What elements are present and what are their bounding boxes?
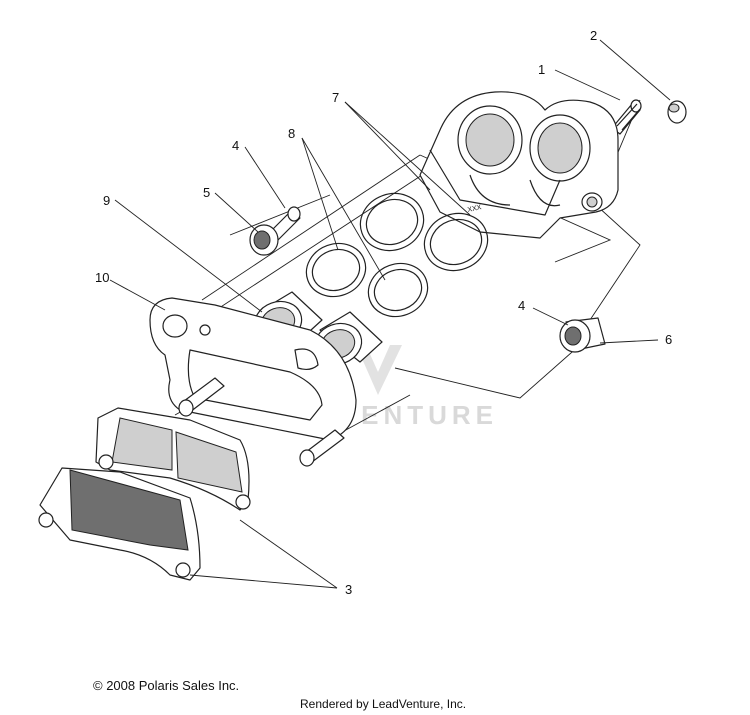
brake-pad-outer [38,467,201,581]
brake-pad-inner [95,407,251,511]
callout-numbers: 1 2 3 4 4 5 6 7 8 9 10 [95,28,672,597]
seal-large-b [423,212,489,272]
callout-8: 8 [288,126,295,141]
bleeder-cap [667,100,687,124]
pin-boot-right [559,317,606,353]
copyright-notice: © 2008 Polaris Sales Inc. [93,678,240,693]
callout-1: 1 [538,62,545,77]
callout-10: 10 [95,270,109,285]
callout-7: 7 [332,90,339,105]
caliper-housing: XXX [419,91,619,239]
caliper-bracket [149,297,357,467]
seal-small-b [367,262,429,318]
bleeder-screw [611,99,642,135]
caliper-marking: XXX [467,204,482,214]
rendered-by-credit: Rendered by LeadVenture, Inc. [300,697,467,711]
callout-leaders [109,39,671,589]
callout-2: 2 [590,28,597,43]
watermark-logo-icon [356,345,402,395]
pin-boot-left [249,224,279,256]
seal-small-a [305,242,367,298]
callout-4-lower: 4 [518,298,525,313]
seal-large-a [359,192,425,252]
callout-6: 6 [665,332,672,347]
callout-5: 5 [203,185,210,200]
callout-4-upper: 4 [232,138,239,153]
callout-3: 3 [345,582,352,597]
callout-9: 9 [103,193,110,208]
